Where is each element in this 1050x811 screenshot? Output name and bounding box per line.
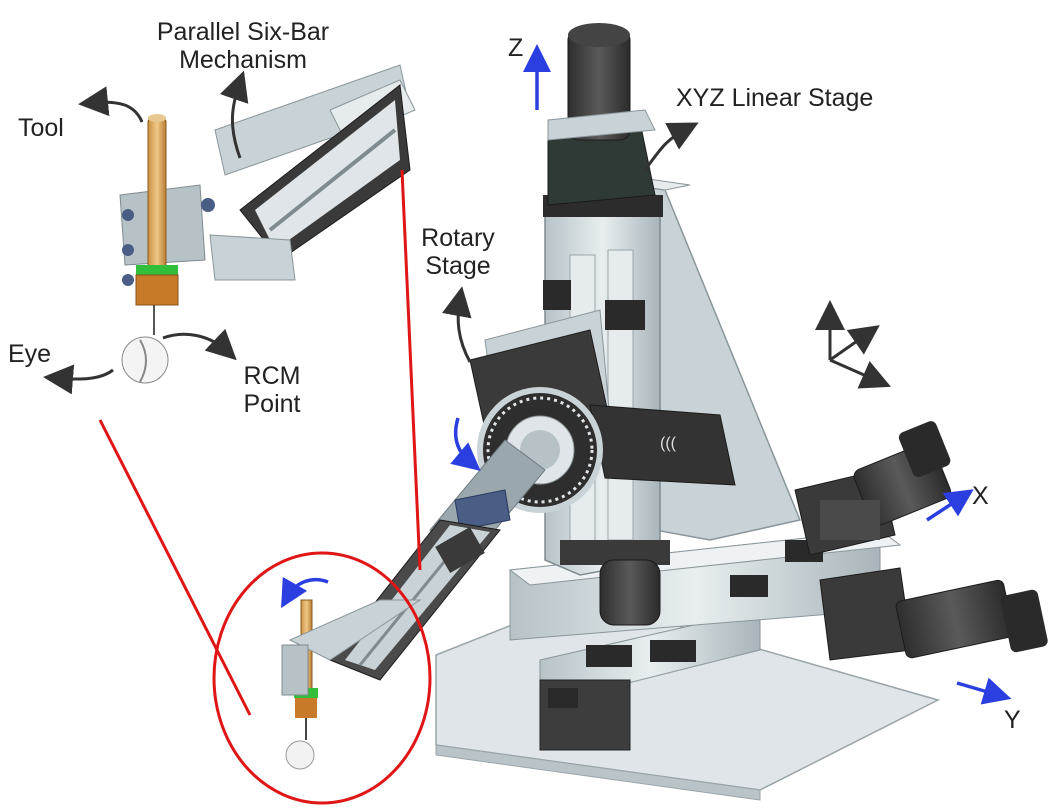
label-axis-y: Y [1004, 706, 1021, 734]
inset-mechanism [119, 64, 416, 384]
z-lower-motor [599, 559, 661, 626]
label-rcm-line2: Point [243, 390, 301, 418]
arrow-parallel-six-bar [219, 70, 249, 159]
label-axis-z: Z [508, 34, 524, 62]
y-axis-motor [819, 567, 1048, 661]
arrow-xyz [643, 122, 699, 171]
label-rotary-line1: Rotary [421, 224, 495, 252]
arrow-frame-right [829, 358, 891, 389]
x-axis-motor [794, 421, 952, 556]
x-arrow [926, 489, 974, 522]
arrow-rotary [442, 286, 472, 363]
label-arrows [43, 70, 891, 395]
label-axis-x: X [972, 482, 989, 510]
label-rotary-stage: Rotary Stage [408, 224, 508, 280]
small-tool [281, 599, 422, 770]
tool-rotation-arrow [281, 576, 329, 609]
y-arrow [956, 677, 1012, 705]
label-parallel-six-bar-line2: Mechanism [179, 46, 307, 74]
rotary-arrow [450, 417, 481, 471]
y-axis-rail [539, 609, 761, 751]
label-parallel-six-bar: Parallel Six-Bar Mechanism [143, 18, 343, 74]
arrow-frame-diag [829, 325, 880, 362]
motion-arrows [281, 44, 1012, 705]
zoom-callout [98, 169, 432, 805]
label-parallel-six-bar-line1: Parallel Six-Bar [156, 18, 330, 46]
label-eye: Eye [8, 340, 52, 368]
label-rcm-point: RCM Point [232, 362, 312, 418]
label-tool: Tool [18, 114, 64, 142]
label-rotary-line2: Stage [425, 252, 491, 280]
arrow-rcm [162, 328, 237, 361]
arrow-tool [78, 86, 144, 123]
label-rcm-line1: RCM [243, 362, 301, 390]
label-xyz-linear-stage: XYZ Linear Stage [676, 84, 874, 112]
arrow-eye [43, 364, 114, 395]
z-axis-motor [547, 23, 656, 206]
svg-text:(((: ((( [660, 435, 677, 452]
